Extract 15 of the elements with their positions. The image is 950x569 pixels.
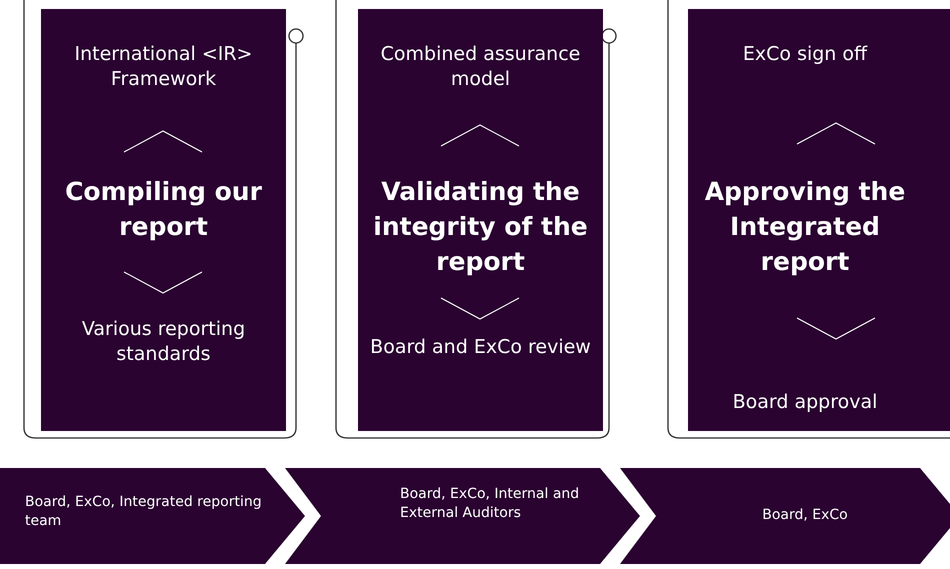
panel-heading: ExCo sign off <box>742 42 868 67</box>
step-title: Validating the integrity of the report <box>372 176 589 278</box>
chevron-step <box>0 468 305 564</box>
chevron-step <box>620 468 950 564</box>
panel-heading: International <IR> Framework <box>74 42 254 92</box>
panel-footer: Board and ExCo review <box>358 335 603 360</box>
step-title: Compiling our report <box>64 176 263 243</box>
chevron-step <box>285 468 640 564</box>
role-label: Board, ExCo <box>761 506 849 525</box>
role-label: Board, ExCo, Internal and External Auditors <box>400 485 580 523</box>
role-label: Board, ExCo, Integrated reporting team <box>25 493 263 531</box>
panel-footer: Various reporting standards <box>41 317 286 367</box>
panel-heading: Combined assurance model <box>380 42 582 92</box>
panel-footer: Board approval <box>674 390 936 415</box>
step-title: Approving the Integrated report <box>704 176 906 278</box>
